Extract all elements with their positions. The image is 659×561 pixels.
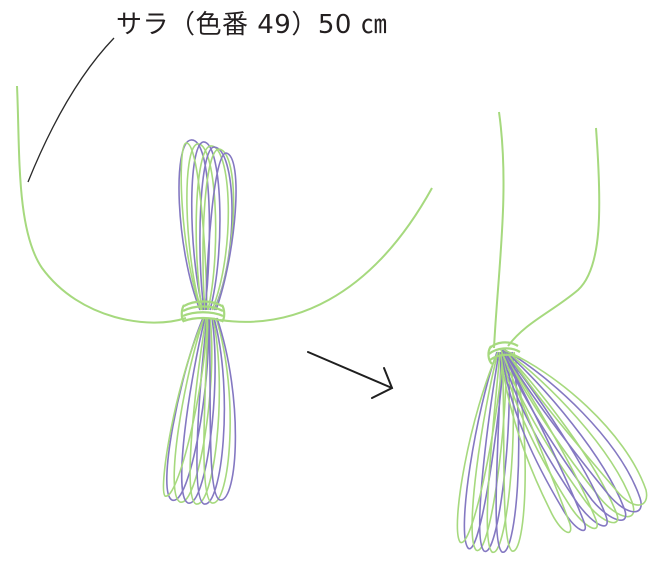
- leader-line: [28, 38, 114, 182]
- right-bundle: [457, 112, 646, 552]
- left-cord-ends: [17, 86, 432, 323]
- right-cord-ends: [494, 112, 599, 348]
- left-upper-loops: [179, 140, 236, 310]
- right-left-loops: [457, 352, 525, 552]
- left-bundle: [17, 86, 432, 504]
- arrow-icon: [308, 352, 392, 398]
- right-fan-loops: [501, 350, 647, 532]
- left-lower-loops: [163, 318, 235, 504]
